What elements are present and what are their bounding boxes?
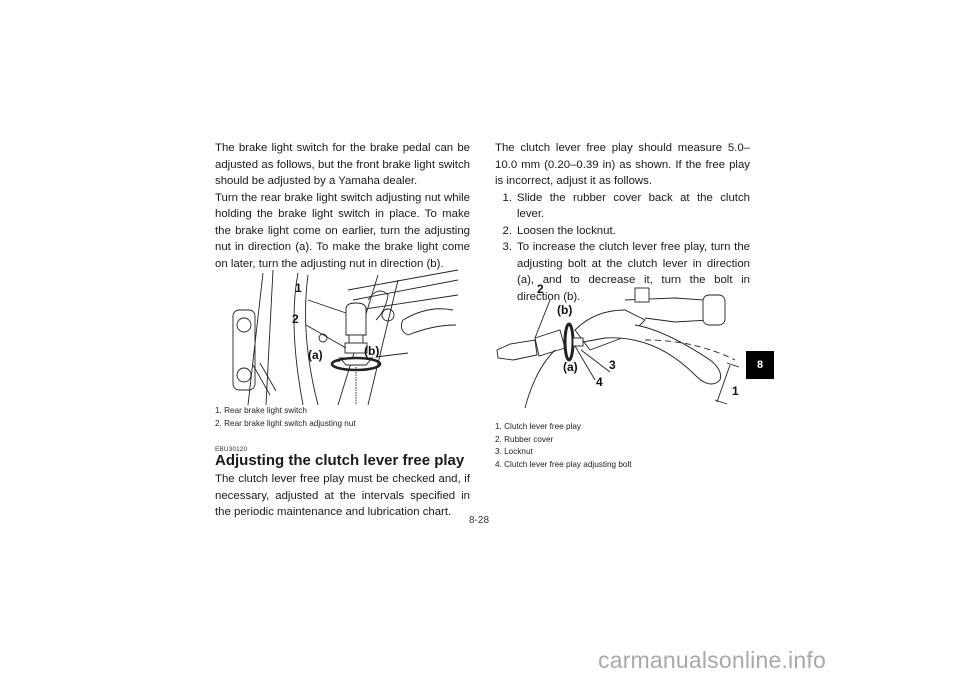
step-item: 2.Loosen the locknut. [502,224,616,237]
brake-light-switch-illustration-icon: 1 2 (a) (b) [228,265,459,407]
figure-label-2: 2 [292,312,299,326]
step-item: 1.Slide the rubber cover back at the clu… [502,191,751,221]
clutch-lever-illustration-icon: 2 (b) (a) 3 4 1 [495,280,745,409]
caption-item: 1. Rear brake light switch [215,406,307,415]
section-code: EBU30120 [215,446,248,453]
page-number: 8-28 [469,515,490,526]
caption-item: 3. Locknut [495,447,533,456]
clutch-steps: 1.Slide the rubber cover back at the clu… [495,190,751,306]
left-column: The brake light switch for the brake ped… [215,140,470,272]
chapter-tab: 8 [746,351,774,379]
caption-item: 2. Rubber cover [495,434,554,444]
brake-figure-captions: 1. Rear brake light switch 2. Rear brake… [215,405,356,430]
figure-label-b: (b) [557,303,573,317]
figure-label-a: (a) [563,360,578,374]
figure-label-4: 4 [596,375,603,389]
brake-switch-instructions: Turn the rear brake light switch adjusti… [215,191,470,270]
step-item: 3.To increase the clutch lever free play… [502,241,751,303]
caption-item: 4. Clutch lever free play adjusting bolt [495,459,632,469]
figure-label-b: (b) [364,344,380,358]
figure-label-1: 1 [295,281,302,295]
caption-item: 2. Rear brake light switch adjusting nut [215,418,356,428]
section-body: The clutch lever free play must be check… [215,473,470,518]
figure-label-1: 1 [732,384,739,398]
brake-switch-intro: The brake light switch for the brake ped… [215,142,470,187]
figure-label-3: 3 [609,358,616,372]
section-body-container: The clutch lever free play must be check… [215,471,470,521]
watermark: carmanualsonline.info [598,647,826,673]
clutch-figure-captions: 1. Clutch lever free play 2. Rubber cove… [495,421,632,471]
clutch-intro: The clutch lever free play should measur… [495,142,750,187]
figure-label-a: (a) [308,348,323,362]
right-column: The clutch lever free play should measur… [495,140,750,305]
figure-label-2: 2 [537,282,544,296]
caption-item: 1. Clutch lever free play [495,422,582,431]
section-heading: Adjusting the clutch lever free play [215,452,465,469]
